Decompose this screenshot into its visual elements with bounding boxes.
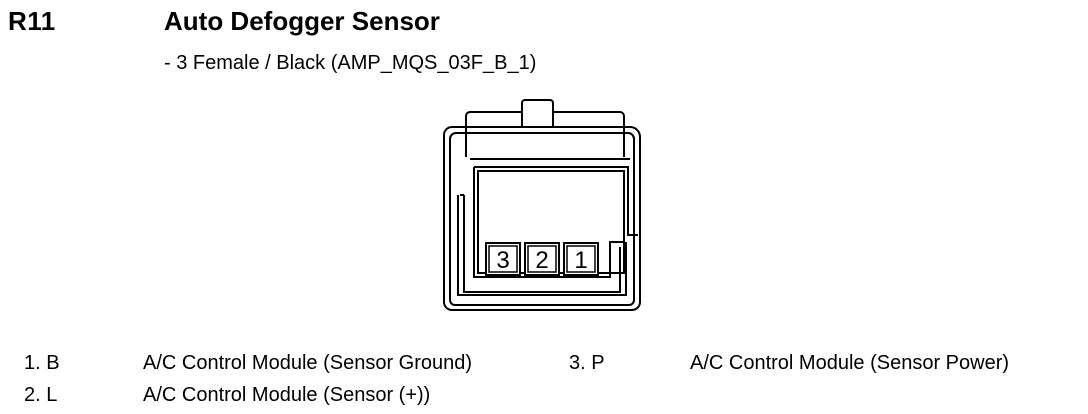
- pin-2-description: A/C Control Module (Sensor (+)): [143, 384, 431, 406]
- pin-box-2: [524, 242, 560, 276]
- cavity-block: [473, 166, 638, 278]
- pin-3-description: A/C Control Module (Sensor Power): [690, 352, 1010, 374]
- pin-label-3: 3: [496, 247, 509, 274]
- pin-1-number: 1. B: [24, 352, 60, 374]
- pin-2-number: 2. L: [24, 384, 58, 406]
- pin-3-number: 3. P: [569, 352, 605, 374]
- pin-box-1: [563, 242, 599, 276]
- connector-title: Auto Defogger Sensor: [164, 6, 440, 36]
- latch-tab: [521, 99, 554, 127]
- pin-label-1: 1: [574, 247, 587, 274]
- pin-1-description: A/C Control Module (Sensor Ground): [143, 352, 473, 374]
- connector-diagram: 3 2 1: [440, 97, 650, 317]
- pin-label-2: 2: [535, 247, 548, 274]
- upper-body: [465, 111, 625, 157]
- housing-inner: [449, 132, 635, 306]
- left-rail: [460, 194, 621, 293]
- housing-outline: [443, 126, 641, 311]
- right-rail: [457, 195, 627, 296]
- connector-subtitle: - 3 Female / Black (AMP_MQS_03F_B_1): [164, 52, 537, 74]
- connector-drawing: 3 2 1: [443, 99, 641, 311]
- connector-code: R11: [8, 6, 56, 36]
- pin-box-3: [485, 242, 521, 276]
